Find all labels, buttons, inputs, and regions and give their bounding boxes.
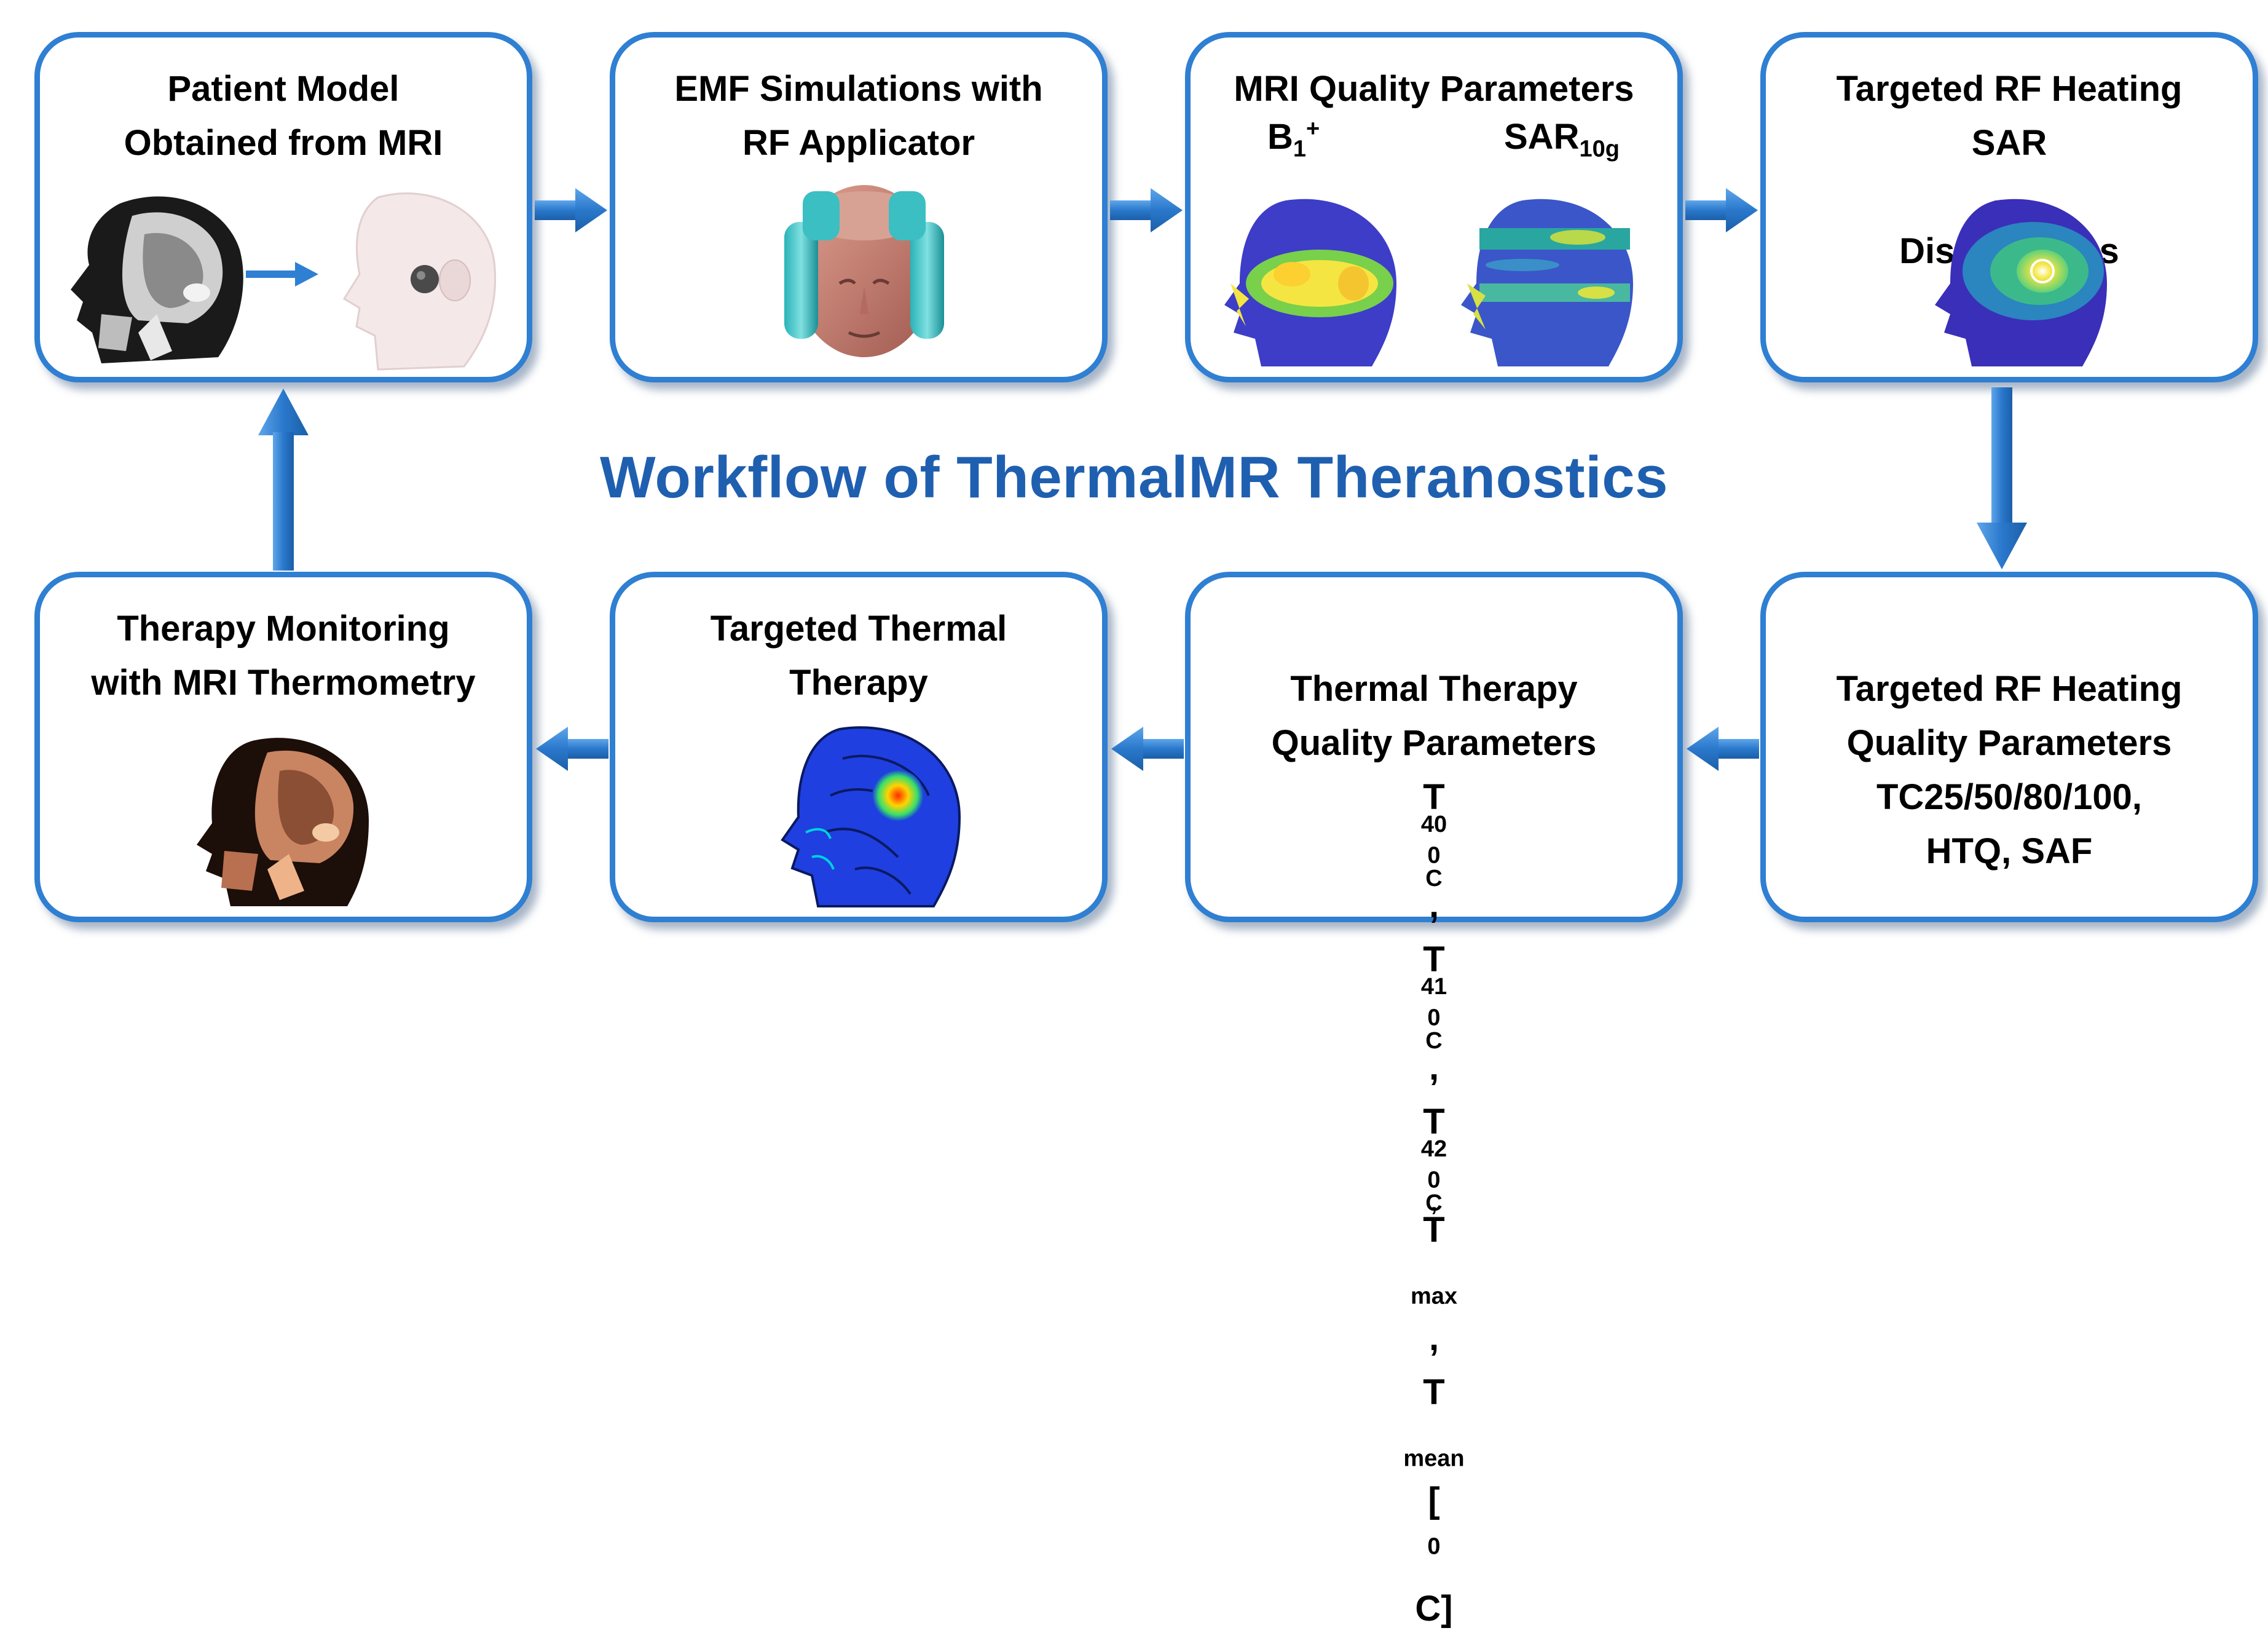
mri-quality-box: MRI Quality Parameters B1+ SAR10g xyxy=(1185,32,1683,382)
b1-label: B1+ xyxy=(1267,116,1320,162)
rf-heating-quality-box: Targeted RF Heating Quality Parameters T… xyxy=(1760,572,2258,922)
arrow-small-icon xyxy=(246,262,318,286)
sar10g-map-image xyxy=(1461,199,1633,366)
mri-head-slice-image xyxy=(71,196,243,363)
patient-model-box: Patient Model Obtained from MRI xyxy=(34,32,532,382)
arrow-right-2 xyxy=(1110,188,1183,232)
arrow-up xyxy=(258,389,309,571)
arrow-left-3 xyxy=(536,727,608,771)
emf-simulation-box: EMF Simulations with RF Applicator xyxy=(610,32,1108,382)
arrow-down xyxy=(1977,387,2027,569)
sar10g-label: SAR10g xyxy=(1504,117,1620,162)
rf-heating-quality-title: Targeted RF Heating Quality Parameters T… xyxy=(1836,669,2183,871)
monitoring-box: Therapy Monitoring with MRI Thermometry xyxy=(34,572,532,922)
thermal-therapy-title: Targeted Thermal Therapy xyxy=(710,609,1007,703)
workflow-title: Workflow of ThermalMR Theranostics xyxy=(599,445,1669,510)
arrow-right-3 xyxy=(1685,188,1758,232)
monitoring-title: Therapy Monitoring with MRI Thermometry xyxy=(91,609,476,703)
targeted-sar10g-map-image xyxy=(1935,199,2107,366)
mri-quality-title: MRI Quality Parameters xyxy=(1234,69,1634,109)
rf-heating-sar-box: Targeted RF Heating SAR10g Distributions xyxy=(1760,32,2258,382)
b1-field-map-image xyxy=(1224,199,1396,366)
arrow-right-1 xyxy=(535,188,607,232)
arrow-left-2 xyxy=(1111,727,1184,771)
3d-head-model-image xyxy=(342,192,497,371)
patient-model-title: Patient Model Obtained from MRI xyxy=(124,69,443,163)
arrow-left-1 xyxy=(1687,727,1759,771)
mri-thermometry-image xyxy=(197,738,369,906)
head-with-rf-applicator-image xyxy=(784,185,944,357)
emf-simulation-title: EMF Simulations with RF Applicator xyxy=(674,69,1043,163)
thermal-therapy-box: Targeted Thermal Therapy xyxy=(610,572,1108,922)
thermal-distribution-image xyxy=(781,726,961,907)
